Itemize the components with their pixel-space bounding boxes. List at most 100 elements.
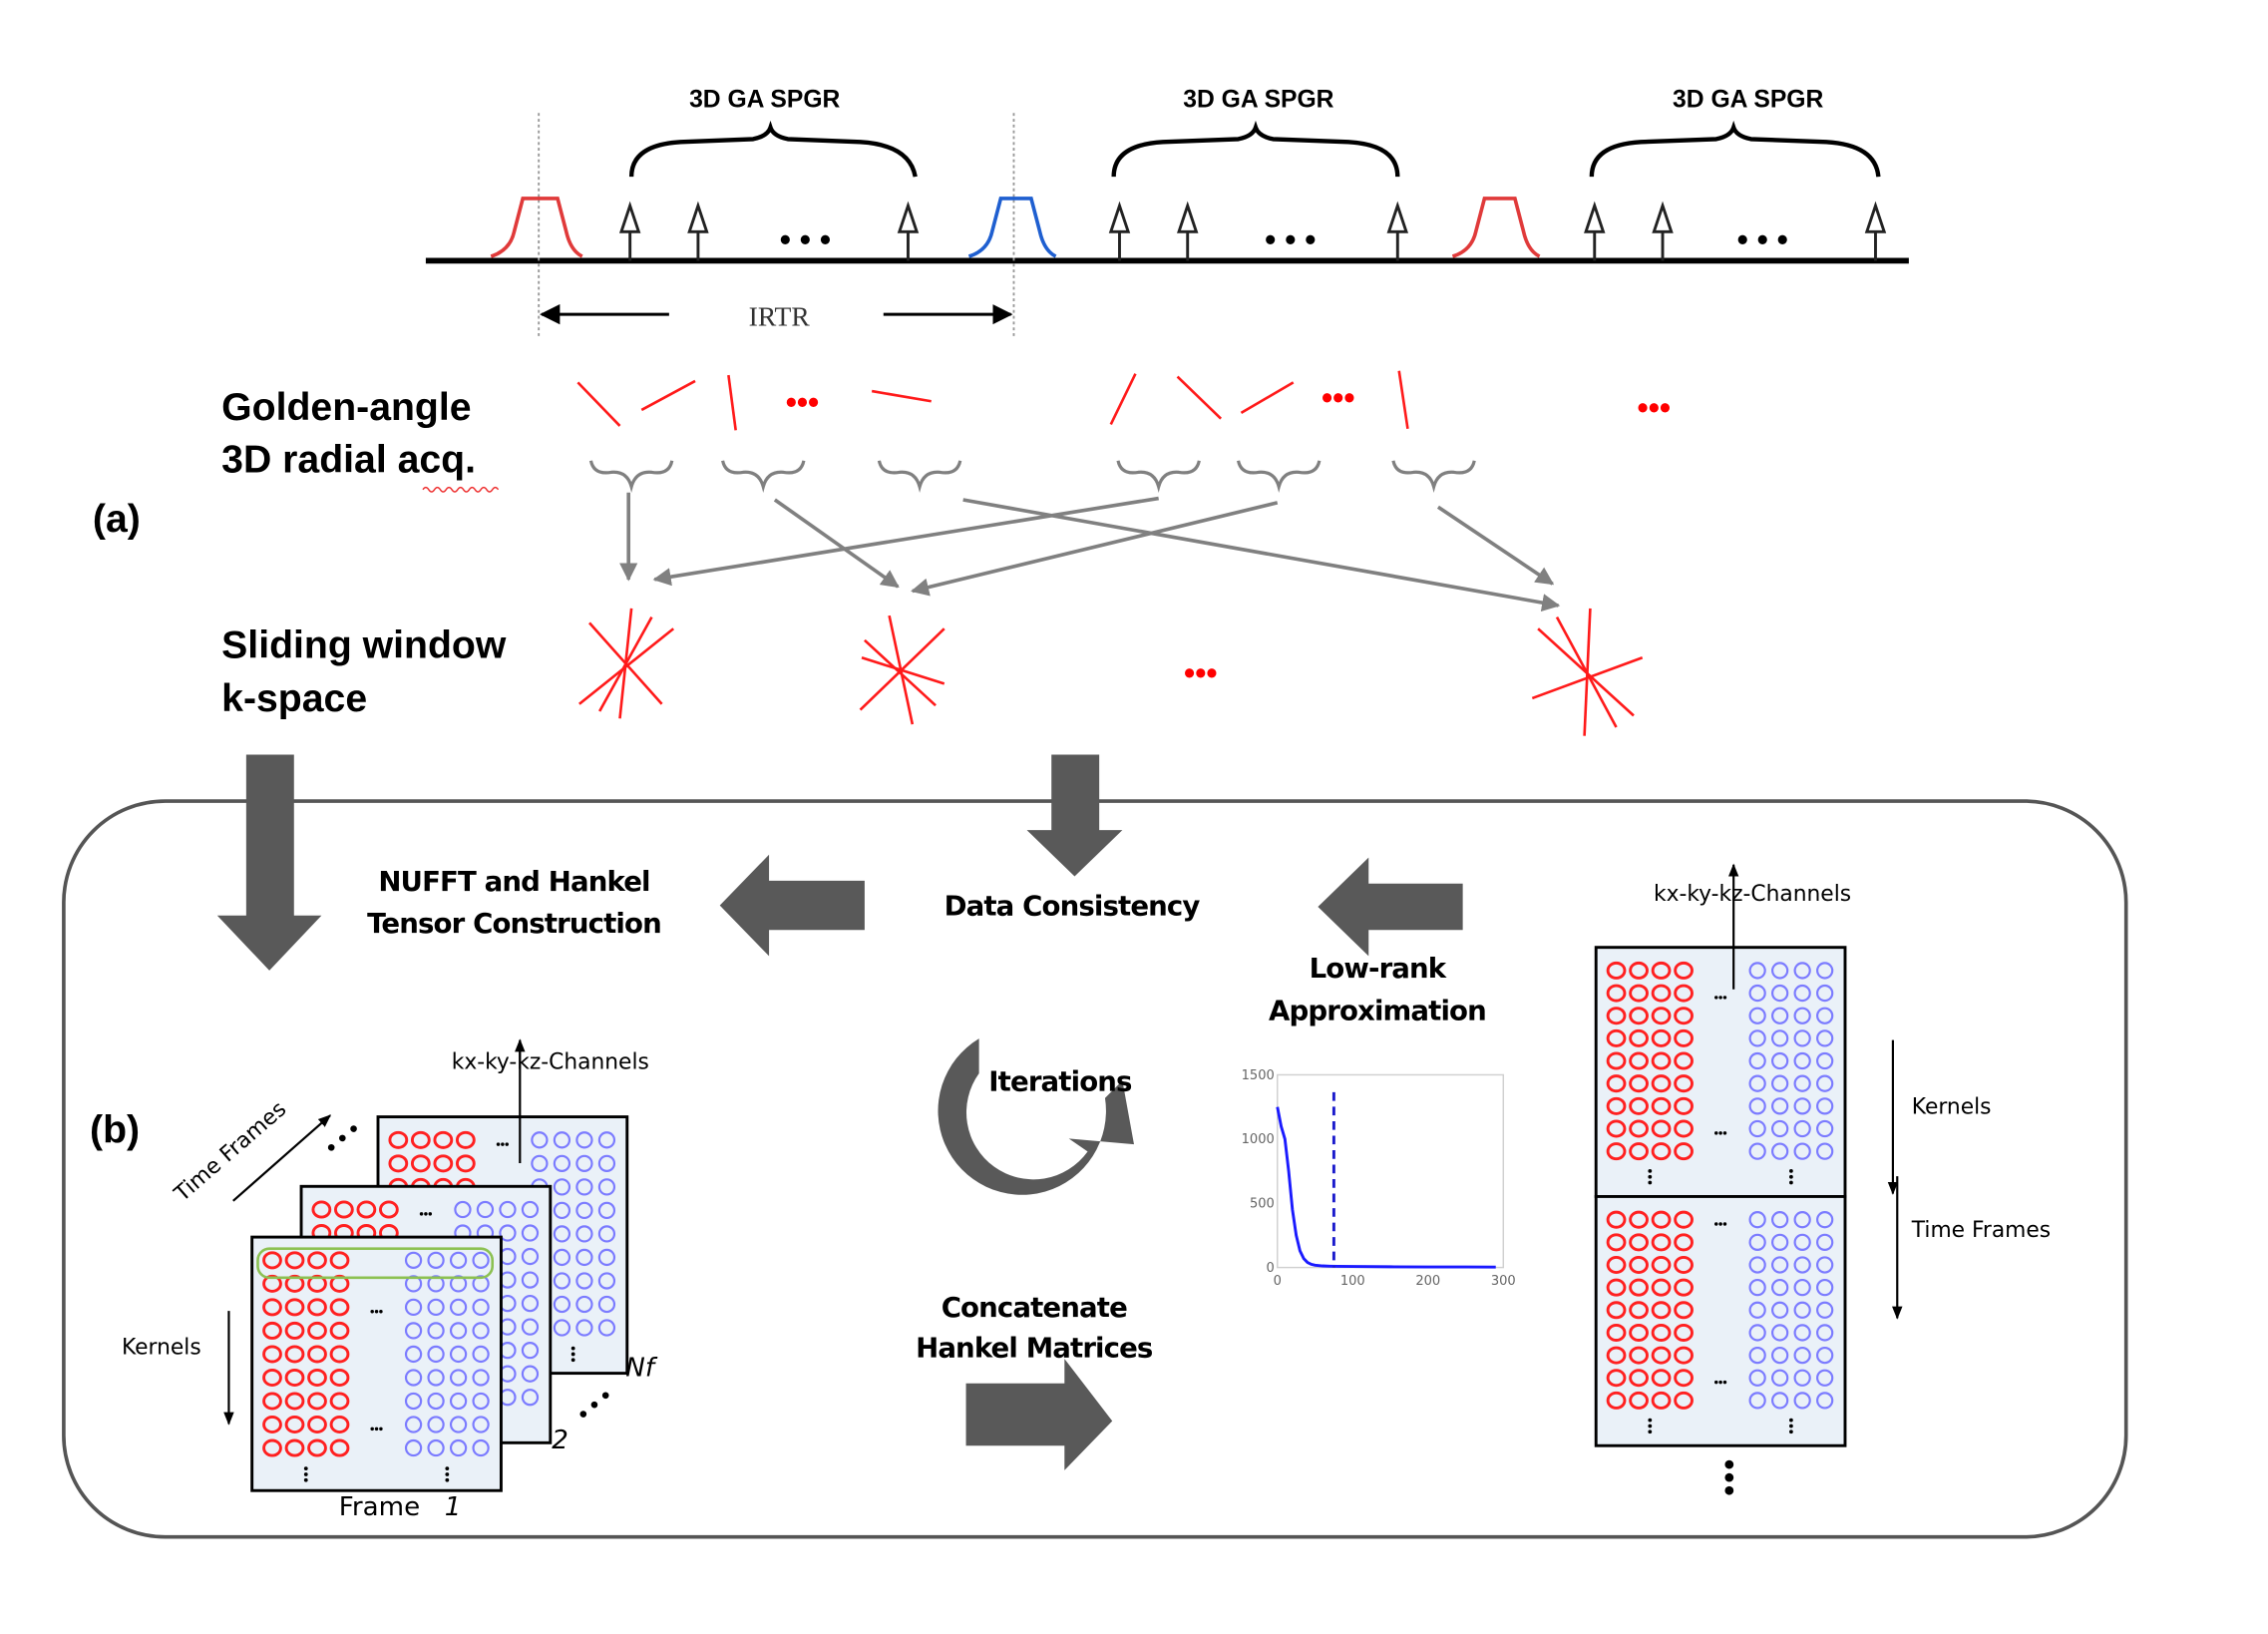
matrix-entry-red <box>1606 1210 1627 1229</box>
matrix-entry-blue <box>1816 984 1834 1003</box>
matrix-ellipsis-dot <box>379 1310 383 1314</box>
grouping-brace <box>721 460 806 493</box>
matrix-entry-blue <box>575 1131 593 1149</box>
matrix-entry-red <box>455 1154 476 1173</box>
matrix-entry-blue <box>1793 962 1811 980</box>
block-label-2: 3D GA SPGR <box>1183 86 1333 113</box>
matrix-entry-blue <box>1793 1007 1811 1024</box>
matrix-entry-blue <box>1770 1074 1789 1092</box>
matrix-vertical-ellipsis-dot <box>1789 1424 1793 1429</box>
matrix-entry-red <box>1651 1051 1672 1070</box>
arrow-dc-to-nufft <box>719 854 865 957</box>
matrix-entry-red <box>1674 961 1694 980</box>
matrix-entry-blue <box>1793 1279 1811 1297</box>
matrix-vertical-ellipsis-dot <box>1648 1180 1653 1185</box>
matrix-vertical-ellipsis-dot <box>570 1352 575 1357</box>
matrix-entry-red <box>1674 1369 1694 1388</box>
matrix-ellipsis-dot <box>1718 1131 1722 1135</box>
matrix-entry-red <box>1629 1233 1649 1252</box>
panel-b-label: (b) <box>90 1109 140 1152</box>
arrow-lowrank-to-dc <box>1318 857 1463 957</box>
matrix-entry-blue <box>553 1319 571 1337</box>
matrix-entry-red <box>329 1298 350 1317</box>
matrix-entry-blue <box>1793 984 1811 1003</box>
matrix-entry-blue <box>472 1345 490 1364</box>
matrix-entry-red <box>1606 1233 1627 1252</box>
matrix-ellipsis-dot <box>379 1427 383 1431</box>
matrix-entry-blue <box>1793 1142 1811 1160</box>
matrix-entry-blue <box>427 1322 445 1340</box>
matrix-entry-blue <box>597 1248 616 1267</box>
y-tick-label: 1500 <box>1242 1068 1275 1083</box>
matrix-vertical-ellipsis-dot <box>1789 1169 1793 1173</box>
concatenated-hankel-matrix: kx-ky-kz-Channels Kernels Time Frames <box>1594 863 2051 1495</box>
matrix-entry-blue <box>521 1318 540 1336</box>
matrix-entry-red <box>1606 1346 1627 1365</box>
matrix-ellipsis-dot <box>374 1427 379 1431</box>
matrix-entry-blue <box>449 1416 468 1433</box>
matrix-entry-blue <box>1793 1256 1811 1274</box>
matrix-entry-blue <box>1748 1346 1766 1365</box>
matrix-entry-blue <box>521 1200 540 1219</box>
matrix-entry-blue <box>404 1438 423 1457</box>
matrix-ellipsis-dot <box>496 1142 501 1146</box>
matrix-entry-blue <box>1770 984 1789 1003</box>
matrix-entry-red <box>262 1392 282 1411</box>
matrix-entry-blue <box>1816 1301 1834 1319</box>
hankel-tensor: kx-ky-kz-Channels Time Frames • • • Kern… <box>122 1038 658 1522</box>
matrix-entry-blue <box>427 1345 445 1364</box>
matrix-entry-blue <box>404 1322 423 1340</box>
matrix-entry-blue <box>404 1416 423 1433</box>
matrix-entry-red <box>1674 1142 1694 1161</box>
matrix-entry-blue <box>472 1275 490 1293</box>
matrix-entry-red <box>329 1345 350 1364</box>
matrix-entry-blue <box>1748 1369 1766 1387</box>
concat-block-frame-1 <box>1594 946 1847 1198</box>
matrix-entry-red <box>1606 1074 1627 1093</box>
y-tick-label: 1000 <box>1242 1132 1275 1147</box>
matrix-entry-red <box>388 1130 409 1149</box>
matrix-entry-red <box>307 1274 327 1293</box>
acq-label-line1: Golden-angle <box>221 386 471 429</box>
matrix-entry-red <box>1606 1007 1627 1025</box>
matrix-entry-blue <box>1770 1051 1789 1070</box>
matrix-entry-blue <box>1816 1369 1834 1387</box>
matrix-entry-blue <box>1748 1097 1766 1115</box>
matrix-entry-red <box>1629 1369 1649 1388</box>
matrix-entry-blue <box>1816 1346 1834 1365</box>
matrix-entry-blue <box>1816 962 1834 980</box>
lowrank-label-line2: Approximation <box>1269 994 1486 1026</box>
matrix-entry-red <box>1629 1301 1649 1320</box>
matrix-entry-blue <box>1748 1301 1766 1319</box>
matrix-entry-red <box>329 1368 350 1387</box>
matrix-ellipsis-dot <box>1722 1380 1727 1385</box>
matrix-entry-blue <box>597 1201 616 1220</box>
matrix-entry-blue <box>1748 1029 1766 1047</box>
radial-spokes <box>576 370 1409 431</box>
matrix-entry-red <box>1651 1142 1672 1161</box>
matrix-entry-red <box>1629 1007 1649 1025</box>
matrix-vertical-ellipsis-dot <box>1789 1180 1793 1185</box>
matrix-ellipsis-dot <box>419 1212 424 1216</box>
matrix-entry-red <box>1629 961 1649 980</box>
rf-pulse-arrowhead <box>1584 201 1606 233</box>
data-consistency-label: Data Consistency <box>945 890 1201 923</box>
matrix-ellipsis-dot <box>505 1142 509 1146</box>
matrix-entry-red <box>1606 984 1627 1003</box>
matrix-entry-red <box>1651 961 1672 980</box>
lowrank-label-line1: Low-rank <box>1310 952 1447 985</box>
rf-pulse-arrowhead <box>1864 201 1887 233</box>
matrix-entry-blue <box>575 1225 593 1243</box>
matrix-entry-red <box>329 1251 350 1270</box>
matrix-entry-blue <box>1816 1142 1834 1160</box>
matrix-entry-red <box>1629 1346 1649 1365</box>
channels-axis-label: kx-ky-kz-Channels <box>452 1050 649 1075</box>
matrix-entry-red <box>307 1251 327 1270</box>
matrix-entry-blue <box>427 1392 445 1411</box>
matrix-entry-blue <box>531 1131 549 1149</box>
matrix-entry-blue <box>1793 1097 1811 1115</box>
matrix-entry-blue <box>597 1295 616 1314</box>
matrix-ellipsis-dot <box>1722 996 1727 1000</box>
matrix-entry-blue <box>449 1392 468 1411</box>
x-tick-label: 0 <box>1274 1274 1282 1289</box>
